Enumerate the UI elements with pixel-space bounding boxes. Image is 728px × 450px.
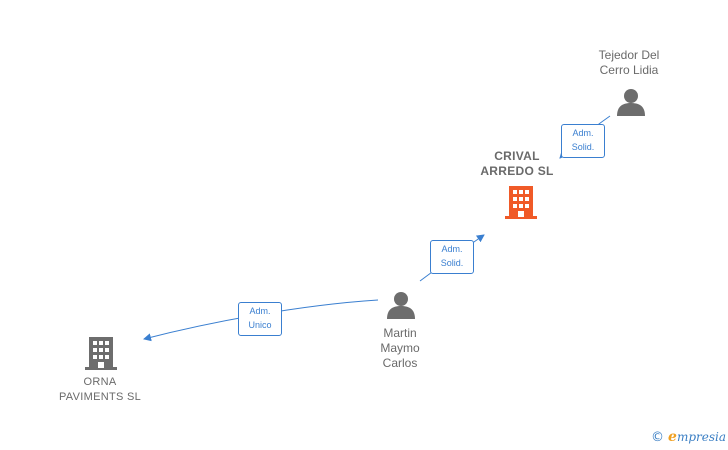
empresia-watermark: ©empresia <box>651 429 726 445</box>
person-icon-martin[interactable] <box>387 292 415 319</box>
node-label-line: ARREDO SL <box>480 164 554 178</box>
brand-name: mpresia <box>676 430 726 444</box>
node-label-line: PAVIMENTS SL <box>58 391 142 403</box>
node-label-martin[interactable]: Martin Maymo Carlos <box>361 326 439 371</box>
node-label-tejedor[interactable]: Tejedor Del Cerro Lidia <box>583 48 675 78</box>
person-icon-tejedor[interactable] <box>617 89 645 116</box>
node-label-line: ORNA <box>83 376 117 388</box>
edge-role-line: Solid. <box>571 142 595 152</box>
node-label-line: CRIVAL <box>494 149 540 163</box>
node-label-line: Martin <box>383 326 417 340</box>
brand-initial: e <box>668 429 677 445</box>
edge-role-martin-orna[interactable]: Adm. Unico <box>238 302 282 336</box>
node-label-line: Cerro Lidia <box>599 63 659 77</box>
node-label-line: Maymo <box>380 341 420 355</box>
copyright-symbol: © <box>651 430 665 445</box>
edge-role-line: Adm. <box>441 244 463 254</box>
edge-role-line: Adm. <box>249 306 271 316</box>
node-label-orna[interactable]: ORNA PAVIMENTS SL <box>40 375 160 405</box>
building-icon-crival[interactable] <box>505 186 537 219</box>
edge-role-tejedor-crival[interactable]: Adm. Solid. <box>561 124 605 158</box>
edge-role-line: Adm. <box>572 128 594 138</box>
node-label-crival[interactable]: CRIVAL ARREDO SL <box>462 149 572 179</box>
edge-role-martin-crival[interactable]: Adm. Solid. <box>430 240 474 274</box>
edge-role-line: Solid. <box>440 258 464 268</box>
node-label-line: Tejedor Del <box>598 48 660 62</box>
building-icon-orna[interactable] <box>85 337 117 370</box>
edge-role-line: Unico <box>248 320 272 330</box>
node-label-line: Carlos <box>382 356 418 370</box>
